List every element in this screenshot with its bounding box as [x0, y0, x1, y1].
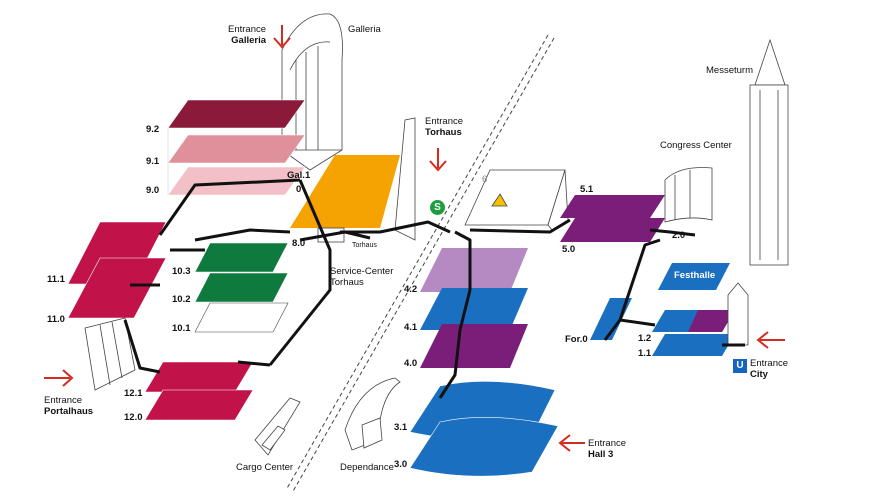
galleria-label: Galleria	[348, 24, 381, 35]
hall-11-1-label: 11.1	[47, 274, 65, 285]
arrow-portalhaus	[44, 369, 74, 387]
hall-10-2-label: 10.2	[172, 294, 191, 305]
hall-9	[167, 99, 306, 196]
entrance-arrows	[44, 25, 785, 452]
u-bahn-icon: U	[733, 359, 747, 373]
hall-1-1[interactable]	[652, 334, 735, 356]
hall-10-1[interactable]	[194, 302, 289, 333]
hall-9-0[interactable]	[167, 166, 306, 196]
hall-0-label: 0	[296, 184, 302, 195]
hall-9-2[interactable]	[167, 99, 306, 129]
entrance-portalhaus-label: Entrance Portalhaus	[44, 395, 93, 417]
hall-10	[194, 242, 289, 333]
hall-10-1-label: 10.1	[172, 323, 191, 334]
hall-forum-0[interactable]	[590, 298, 632, 340]
hall-11-0-label: 11.0	[47, 314, 65, 325]
entrance-torhaus-line2: Torhaus	[425, 127, 462, 138]
hall-12-1-label: 12.1	[124, 388, 143, 399]
s-bahn-icon: S	[430, 200, 445, 215]
arrow-hall3	[558, 434, 585, 452]
hall-9-0-label: 9.0	[146, 185, 160, 196]
hall-9-2-label: 9.2	[146, 124, 160, 135]
hall-10-2[interactable]	[194, 272, 289, 303]
portalhaus-building	[84, 317, 136, 391]
entrance-torhaus-label: Entrance Torhaus	[425, 116, 463, 138]
hall-3-0-label: 3.0	[394, 459, 408, 470]
hall-forum-0-label: For.0	[565, 334, 588, 345]
cargo-center-label: Cargo Center	[236, 462, 294, 473]
entrance-hall3-line2: Hall 3	[588, 449, 614, 460]
hall-1-2-label: 1.2	[638, 333, 652, 344]
hall-4-0[interactable]	[420, 324, 528, 368]
hall-10-3[interactable]	[194, 242, 289, 273]
cargo-center-building	[254, 397, 301, 456]
dependance-label: Dependance	[340, 462, 394, 473]
hall-4-2[interactable]	[420, 248, 528, 292]
hall-9-1-label: 9.1	[146, 156, 160, 167]
arrow-torhaus	[429, 148, 447, 172]
torhaus-small-label: Torhaus	[352, 242, 377, 249]
hall-10-3-label: 10.3	[172, 266, 191, 277]
entrance-hall3-line1: Entrance	[588, 438, 627, 449]
congress-center-building	[664, 167, 713, 223]
messeturm-label: Messeturm	[706, 65, 753, 76]
messeturm-building	[749, 38, 789, 266]
entrance-galleria-label: Entrance Galleria	[228, 24, 266, 46]
hall-5-0[interactable]	[560, 218, 665, 242]
festhalle[interactable]	[658, 263, 730, 290]
service-center-building	[317, 227, 345, 243]
gal-1-label: Gal.1	[287, 170, 311, 181]
hall-11	[67, 221, 167, 319]
hall-12-0[interactable]	[144, 389, 254, 421]
arrow-galleria	[273, 25, 291, 49]
hall-6-label: 6	[482, 174, 488, 185]
hall-4-1[interactable]	[420, 288, 528, 330]
entrance-galleria-line1: Entrance	[228, 24, 267, 35]
hall-9-1[interactable]	[167, 134, 306, 164]
hall-5-0-label: 5.0	[562, 244, 576, 255]
entrance-portalhaus-line2: Portalhaus	[44, 406, 94, 417]
hall-3	[409, 381, 559, 477]
entrance-city-line2: City	[750, 369, 768, 380]
entrance-city-line1: Entrance	[750, 358, 789, 369]
congress-center-label: Congress Center	[660, 140, 732, 151]
city-tower-building	[727, 282, 749, 346]
galleria-building	[281, 13, 343, 171]
arrow-city	[756, 331, 785, 349]
hall-8-0-label: 8.0	[292, 238, 306, 249]
hall-5-1-label: 5.1	[580, 184, 594, 195]
hall-6-building	[464, 169, 569, 231]
hall-12-0-label: 12.0	[124, 412, 143, 423]
hall-4-1-label: 4.1	[404, 322, 418, 333]
railway-line	[285, 34, 555, 494]
hall-1-2-purple	[688, 310, 735, 332]
hall-2-0-label: 2.0	[672, 230, 686, 241]
torhaus-building	[394, 117, 416, 241]
dependance-building	[344, 377, 401, 451]
entrance-hall3-label: Entrance Hall 3	[588, 438, 626, 460]
hall-1	[652, 310, 735, 356]
hall-1-1-label: 1.1	[638, 348, 652, 359]
hall-3-1-label: 3.1	[394, 422, 408, 433]
entrance-galleria-line2: Galleria	[231, 35, 267, 46]
service-center-line2: Torhaus	[330, 277, 364, 288]
festhalle-label: Festhalle	[674, 270, 716, 281]
hall-12-1[interactable]	[144, 361, 254, 393]
hall-11-0[interactable]	[67, 257, 167, 319]
hall-3-0[interactable]	[409, 417, 559, 477]
hall-4-2-label: 4.2	[404, 284, 418, 295]
walkways	[123, 178, 745, 399]
hall-8[interactable]	[290, 155, 400, 228]
entrance-portalhaus-line1: Entrance	[44, 395, 83, 406]
hall-4-0-label: 4.0	[404, 358, 418, 369]
hall-5-1[interactable]	[560, 195, 665, 218]
entrance-city-label: Entrance City	[750, 358, 788, 380]
hall-12	[144, 361, 254, 421]
hall-5	[560, 195, 665, 242]
service-center-line1: Service-Center	[330, 266, 394, 277]
service-center-label: Service-Center Torhaus	[330, 266, 393, 288]
entrance-torhaus-line1: Entrance	[425, 116, 464, 127]
hall-4	[420, 248, 528, 368]
